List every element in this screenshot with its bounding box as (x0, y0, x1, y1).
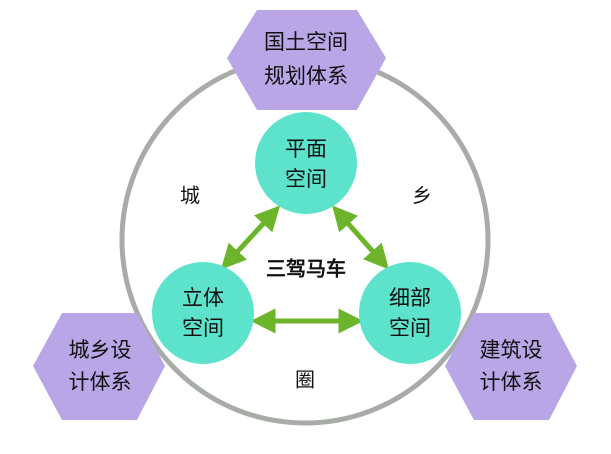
hex-chengxiang-shape (33, 313, 165, 420)
ring-label-cheng: 城 (180, 184, 200, 208)
node-liti: 立体 空间 (152, 262, 254, 364)
hex-jianzhu-line-2: 计体系 (480, 370, 543, 394)
hex-guotu-shape (227, 10, 386, 110)
node-liti-line-2: 空间 (182, 316, 224, 340)
node-xibu-line-1: 细部 (389, 286, 431, 310)
ring-label-xiang: 乡 (412, 184, 432, 208)
center-title: 三驾马车 (266, 257, 346, 281)
node-xibu: 细部 空间 (359, 262, 461, 364)
ring-label-quan: 圈 (295, 368, 315, 392)
node-xibu-line-2: 空间 (389, 316, 431, 340)
node-liti-line-1: 立体 (182, 286, 224, 310)
node-pingmian: 平面 空间 (255, 112, 357, 214)
hex-chengxiang: 城乡设 计体系 (33, 313, 165, 420)
node-xibu-circle (359, 262, 461, 364)
hex-guotu-line-2: 规划体系 (264, 64, 348, 88)
arrow-pingmian-liti (220, 205, 281, 270)
hex-chengxiang-line-2: 计体系 (69, 370, 132, 394)
node-pingmian-circle (255, 112, 357, 214)
node-liti-circle (152, 262, 254, 364)
hex-guotu-line-1: 国土空间 (264, 30, 348, 54)
node-pingmian-line-2: 空间 (285, 167, 327, 191)
hex-jianzhu-line-1: 建筑设 (480, 338, 543, 362)
node-pingmian-line-1: 平面 (285, 137, 327, 161)
hex-jianzhu: 建筑设 计体系 (445, 313, 577, 420)
hex-guotu: 国土空间 规划体系 (227, 10, 386, 110)
arrow-pingmian-xibu (332, 205, 389, 270)
hex-chengxiang-line-1: 城乡设 (69, 338, 132, 362)
hex-jianzhu-shape (445, 313, 577, 420)
